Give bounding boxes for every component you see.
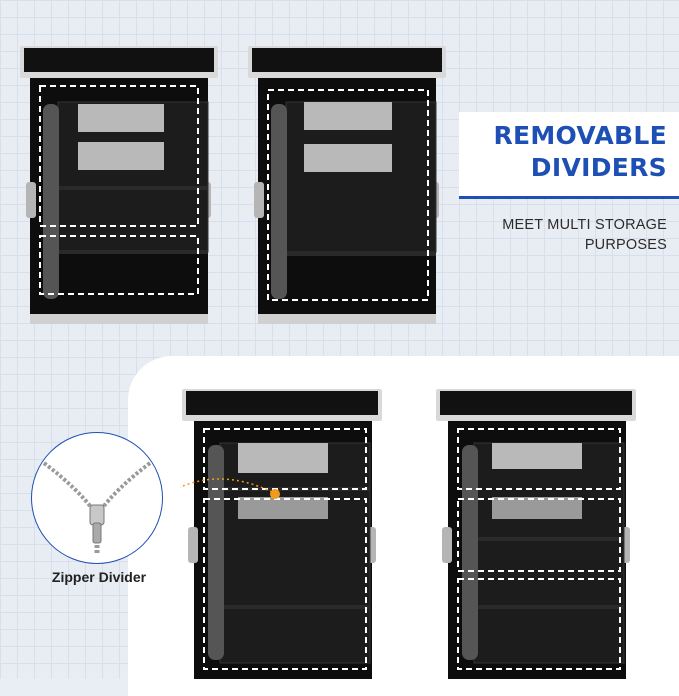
banner-title-line1: REMOVABLE bbox=[493, 121, 667, 150]
banner-title-line2: DIVIDERS bbox=[530, 153, 667, 182]
zipper-callout bbox=[31, 432, 163, 564]
zipper-label: Zipper Divider bbox=[51, 569, 147, 585]
cabinet-top-right bbox=[246, 44, 451, 329]
cabinet-top-left bbox=[18, 44, 223, 329]
feature-banner bbox=[459, 112, 679, 199]
cabinet-bottom-left bbox=[180, 387, 385, 679]
zipper-icon bbox=[42, 461, 152, 553]
subtitle-line2: PURPOSES bbox=[584, 237, 667, 253]
subtitle-line1: MEET MULTI STORAGE bbox=[502, 217, 667, 233]
cabinet-bottom-right bbox=[434, 387, 639, 679]
